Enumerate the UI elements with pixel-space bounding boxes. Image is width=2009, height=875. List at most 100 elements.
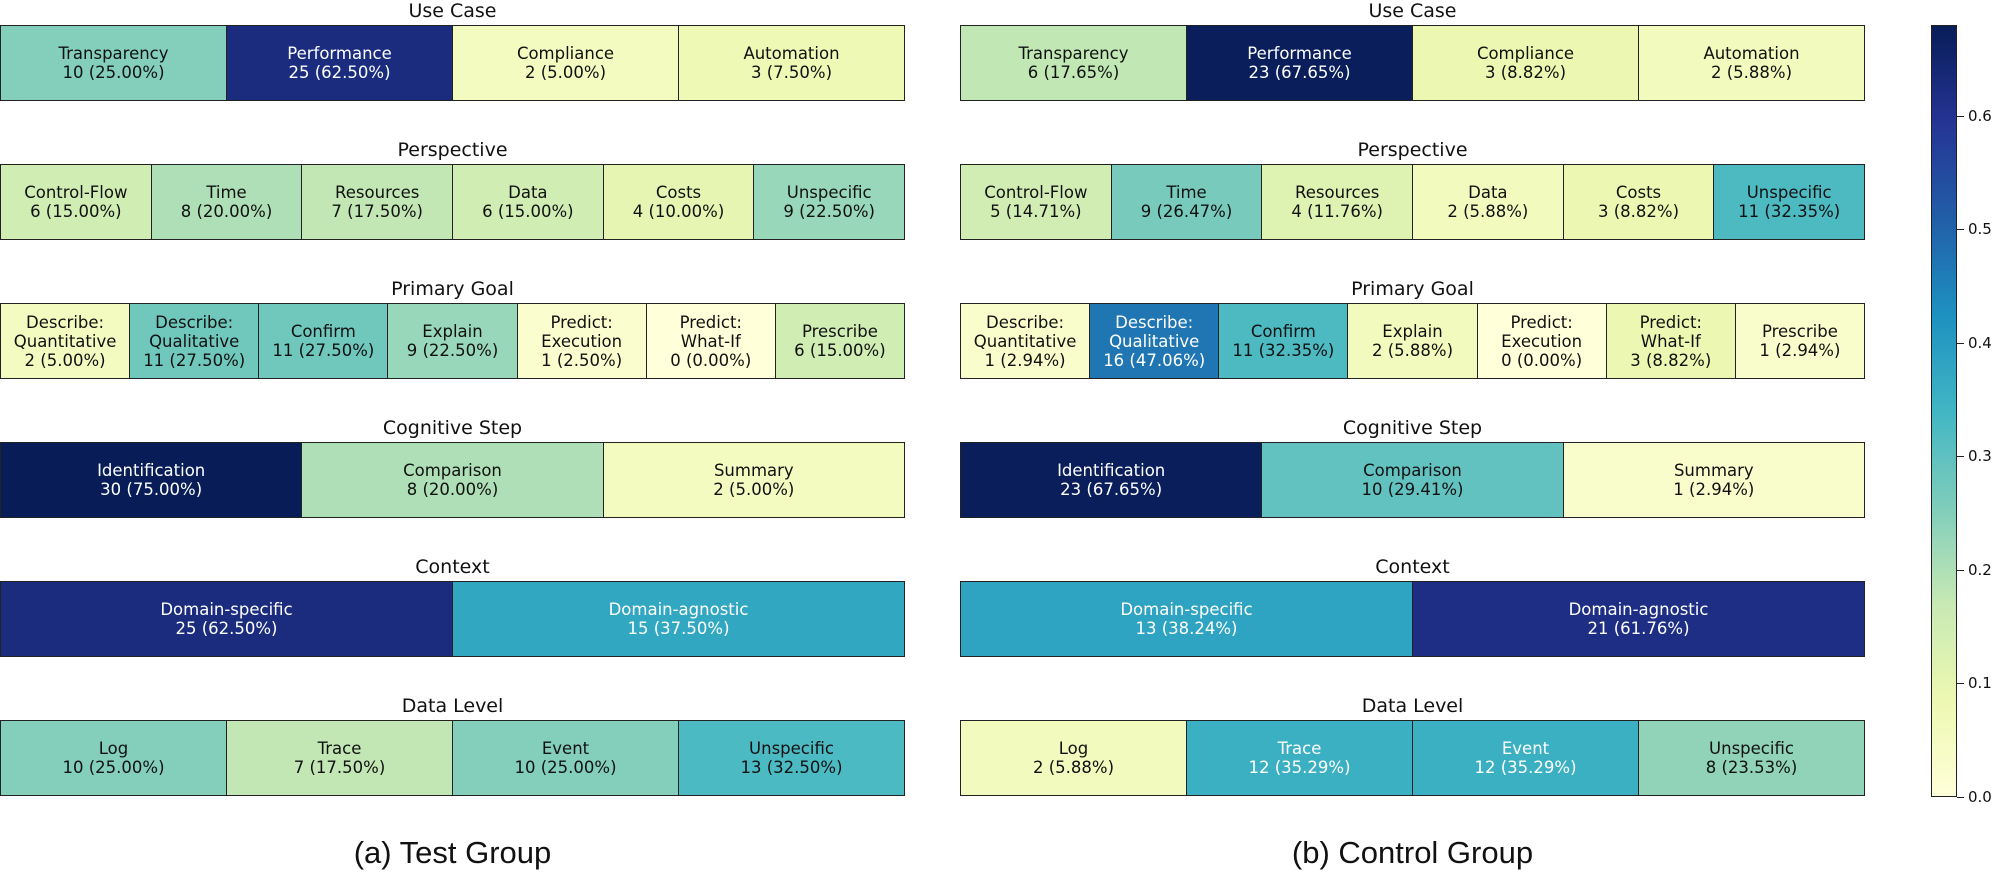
heat-cell: Control-Flow 6 (15.00%) <box>1 165 152 239</box>
colorbar-tick <box>1957 797 1964 798</box>
colorbar-tick-label: 0.3 <box>1968 447 1992 465</box>
cell-label: Explain 2 (5.88%) <box>1371 322 1454 360</box>
section-title: Cognitive Step <box>382 417 523 439</box>
section-title: Context <box>1375 556 1450 578</box>
cell-label: Compliance 3 (8.82%) <box>1476 44 1575 82</box>
heat-cell: Time 9 (26.47%) <box>1111 165 1263 239</box>
cell-label: Predict: Execution 0 (0.00%) <box>1501 312 1583 370</box>
cell-label: Log 10 (25.00%) <box>62 739 165 777</box>
colorbar-tick <box>1957 116 1964 117</box>
cell-label: Prescribe 1 (2.94%) <box>1759 322 1841 360</box>
heat-cell: Domain-specific 25 (62.50%) <box>1 582 453 656</box>
cell-label: Control-Flow 6 (15.00%) <box>24 183 128 221</box>
category-bar: Domain-specific 25 (62.50%) Domain-agnost… <box>0 581 905 657</box>
cell-label: Time 8 (20.00%) <box>180 183 273 221</box>
cell-label: Resources 7 (17.50%) <box>331 183 423 221</box>
cell-label: Predict: Execution 1 (2.50%) <box>541 312 623 370</box>
heat-cell: Performance 25 (62.50%) <box>227 26 453 100</box>
heat-cell: Predict: What-If 3 (8.82%) <box>1606 304 1736 378</box>
heat-cell: Confirm 11 (32.35%) <box>1219 304 1349 378</box>
cell-label: Summary 2 (5.00%) <box>713 461 795 499</box>
cell-label: Event 12 (35.29%) <box>1474 739 1577 777</box>
heat-cell: Data 2 (5.88%) <box>1413 165 1564 239</box>
category-bar: Identification 30 (75.00%) Comparison 8 (… <box>0 442 905 518</box>
heat-cell: Trace 7 (17.50%) <box>227 721 453 795</box>
category-bar: Describe: Quantitative 1 (2.94%)Describe… <box>960 303 1865 379</box>
cell-label: Identification 23 (67.65%) <box>1057 461 1166 499</box>
cell-label: Costs 3 (8.82%) <box>1598 183 1680 221</box>
section-title: Cognitive Step <box>1342 417 1483 439</box>
section-title: Primary Goal <box>1351 278 1474 300</box>
colorbar-tick-label: 0.1 <box>1968 674 1992 692</box>
heat-cell: Identification 30 (75.00%) <box>1 443 303 517</box>
heat-cell: Domain-agnostic 21 (61.76%) <box>1413 582 1864 656</box>
category-bar: Transparency 6 (17.65%) Performance 23 (6… <box>960 25 1865 101</box>
cell-label: Time 9 (26.47%) <box>1140 183 1233 221</box>
colorbar-tick <box>1957 456 1964 457</box>
cell-label: Transparency 6 (17.65%) <box>1018 44 1129 82</box>
cell-label: Domain-agnostic 21 (61.76%) <box>1568 600 1709 638</box>
colorbar-tick-label: 0.5 <box>1968 220 1992 238</box>
heat-cell: Describe: Quantitative 1 (2.94%) <box>961 304 1091 378</box>
cell-label: Domain-specific 13 (38.24%) <box>1120 600 1253 638</box>
heat-cell: Describe: Qualitative 16 (47.06%) <box>1090 304 1220 378</box>
heat-cell: Identification 23 (67.65%) <box>961 443 1263 517</box>
heat-cell: Transparency 6 (17.65%) <box>961 26 1187 100</box>
cell-label: Summary 1 (2.94%) <box>1673 461 1755 499</box>
heat-cell: Explain 2 (5.88%) <box>1348 304 1478 378</box>
cell-label: Log 2 (5.88%) <box>1032 739 1115 777</box>
heat-cell: Predict: What-If 0 (0.00%) <box>646 304 776 378</box>
cell-label: Costs 4 (10.00%) <box>632 183 725 221</box>
cell-label: Resources 4 (11.76%) <box>1291 183 1383 221</box>
cell-label: Explain 9 (22.50%) <box>406 322 499 360</box>
cell-label: Prescribe 6 (15.00%) <box>794 322 886 360</box>
cell-label: Describe: Qualitative 16 (47.06%) <box>1103 312 1206 370</box>
colorbar-tick <box>1957 570 1964 571</box>
colorbar-tick <box>1957 229 1964 230</box>
category-bar: Log 10 (25.00%) Trace 7 (17.50%) Event 10 … <box>0 720 905 796</box>
section-title: Perspective <box>1357 139 1468 161</box>
heat-cell: Explain 9 (22.50%) <box>388 304 518 378</box>
heat-cell: Transparency 10 (25.00%) <box>1 26 227 100</box>
heat-cell: Performance 23 (67.65%) <box>1187 26 1413 100</box>
cell-label: Describe: Quantitative 2 (5.00%) <box>13 312 117 370</box>
heat-cell: Costs 3 (8.82%) <box>1563 165 1715 239</box>
heat-cell: Summary 1 (2.94%) <box>1563 443 1864 517</box>
cell-label: Unspecific 8 (23.53%) <box>1705 739 1798 777</box>
heat-cell: Summary 2 (5.00%) <box>603 443 904 517</box>
cell-label: Domain-agnostic 15 (37.50%) <box>608 600 749 638</box>
cell-label: Automation 3 (7.50%) <box>743 44 840 82</box>
colorbar-tick-label: 0.4 <box>1968 334 1992 352</box>
section-title: Data Level <box>1361 695 1464 717</box>
section-title: Data Level <box>401 695 504 717</box>
heat-cell: Log 10 (25.00%) <box>1 721 227 795</box>
cell-label: Comparison 8 (20.00%) <box>403 461 502 499</box>
cell-label: Comparison 10 (29.41%) <box>1361 461 1464 499</box>
group-caption: (b) Control Group <box>1291 835 1534 870</box>
heat-cell: Unspecific 9 (22.50%) <box>754 165 905 239</box>
colorbar-tick-label: 0.0 <box>1968 788 1992 806</box>
cell-label: Unspecific 9 (22.50%) <box>783 183 875 221</box>
category-bar: Control-Flow 6 (15.00%) Time 8 (20.00%) Re… <box>0 164 905 240</box>
cell-label: Trace 12 (35.29%) <box>1248 739 1351 777</box>
heat-cell: Resources 7 (17.50%) <box>302 165 454 239</box>
cell-label: Confirm 11 (32.35%) <box>1232 322 1335 360</box>
colorbar-tick-label: 0.2 <box>1968 561 1992 579</box>
heat-cell: Event 12 (35.29%) <box>1413 721 1639 795</box>
cell-label: Automation 2 (5.88%) <box>1703 44 1800 82</box>
category-bar: Identification 23 (67.65%) Comparison 10 … <box>960 442 1865 518</box>
heat-cell: Unspecific 13 (32.50%) <box>679 721 904 795</box>
colorbar-tick-label: 0.6 <box>1968 107 1992 125</box>
cell-label: Identification 30 (75.00%) <box>97 461 206 499</box>
heat-cell: Resources 4 (11.76%) <box>1262 165 1414 239</box>
heat-cell: Unspecific 11 (32.35%) <box>1714 165 1865 239</box>
cell-label: Trace 7 (17.50%) <box>293 739 386 777</box>
heat-cell: Comparison 8 (20.00%) <box>302 443 604 517</box>
section-title: Context <box>415 556 490 578</box>
cell-label: Compliance 2 (5.00%) <box>516 44 615 82</box>
cell-label: Event 10 (25.00%) <box>514 739 617 777</box>
heat-cell: Log 2 (5.88%) <box>961 721 1187 795</box>
heat-cell: Compliance 2 (5.00%) <box>453 26 679 100</box>
